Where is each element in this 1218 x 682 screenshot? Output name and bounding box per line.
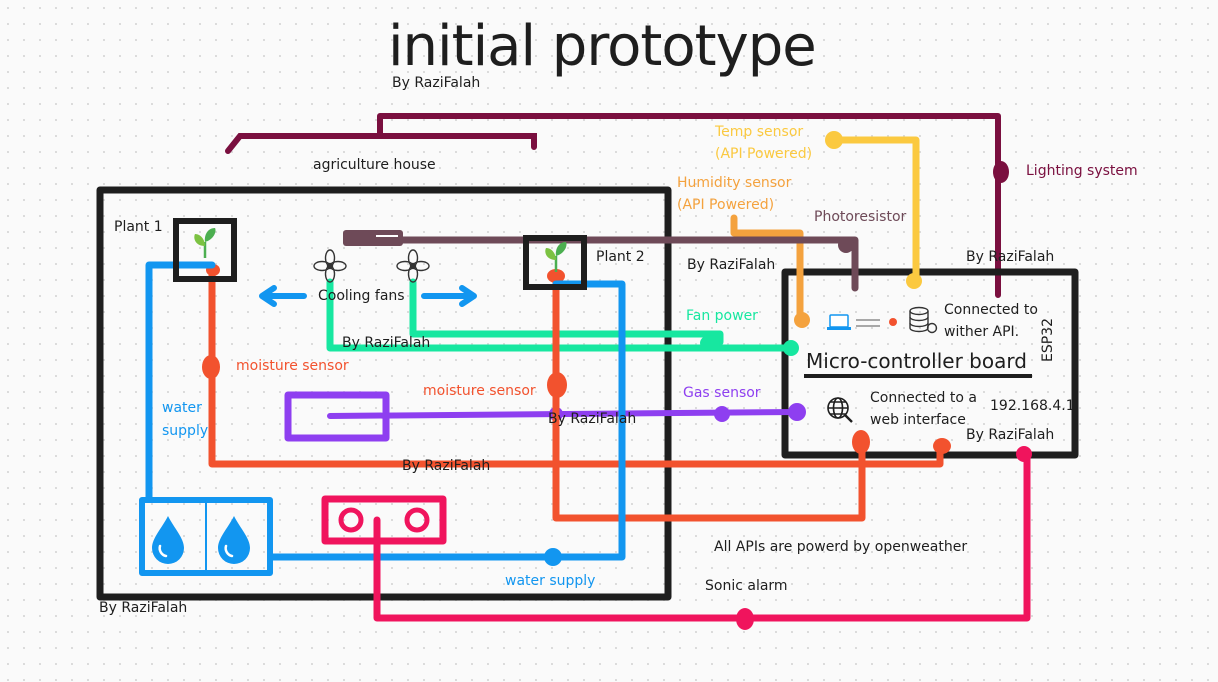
speaker-icon xyxy=(321,495,447,545)
page-title: initial prototype xyxy=(388,14,817,79)
water-node xyxy=(544,548,562,566)
fan-power-label: Fan power xyxy=(686,308,758,324)
water-drop-icon xyxy=(216,514,252,566)
humidity-sensor-wire xyxy=(730,214,804,324)
esp32-label: ESP32 xyxy=(1040,318,1056,362)
web-interface-label: web interface xyxy=(870,412,966,428)
lighting-node xyxy=(993,161,1009,183)
api-link-icon xyxy=(856,318,897,327)
lighting-wire xyxy=(377,113,1001,298)
plant-2-pot xyxy=(523,235,587,290)
weather-api-label: Connected to xyxy=(944,302,1038,318)
humidity-powered-label: (API Powered) xyxy=(677,197,775,213)
gas-sensor-box xyxy=(284,391,390,442)
database-server-icon xyxy=(909,306,938,334)
fan-power-mcu-node xyxy=(783,340,799,356)
web-interface-label: Connected to a xyxy=(870,390,977,406)
gas-sensor-label: Gas sensor xyxy=(683,385,761,401)
fan-arrow-right xyxy=(421,285,477,307)
plant-2-moisture-probe xyxy=(547,269,565,283)
microcontroller-frame xyxy=(781,268,1079,459)
water-supply-bottom-label: water supply xyxy=(505,573,596,589)
author-tag: By RaziFalah xyxy=(99,600,188,616)
sprout-icon xyxy=(193,226,217,260)
sprout-icon xyxy=(544,240,568,274)
globe-icon xyxy=(827,397,853,423)
photoresistor-node xyxy=(838,237,854,253)
humidity-sensor-label: Humidity sensor xyxy=(677,175,792,191)
gas-mcu-node xyxy=(788,403,806,421)
temp-powered-label: (API Powered) xyxy=(715,146,813,162)
author-tag: By RaziFalah xyxy=(966,249,1055,265)
water-supply-label: supply xyxy=(162,423,209,439)
water-drop-icon xyxy=(150,514,186,566)
microcontroller-label: Micro-controller board xyxy=(806,349,1027,373)
agriculture-house-label: agriculture house xyxy=(313,157,436,173)
temp-sensor-label: Temp sensor xyxy=(715,124,804,140)
sonic-alarm-label: Sonic alarm xyxy=(705,578,788,594)
temp-sensor-node xyxy=(825,131,843,149)
author-tag: By RaziFalah xyxy=(548,411,637,427)
water-tank xyxy=(139,497,273,576)
photoresistor-bar xyxy=(343,230,403,246)
moisture-node-1 xyxy=(202,355,220,379)
openweather-note: All APIs are powerd by openweather xyxy=(714,539,968,555)
plant-1-pot xyxy=(173,218,237,282)
moisture-sensor-label: moisture sensor xyxy=(236,358,349,374)
temp-mcu-node xyxy=(906,273,922,289)
weather-api-label: wither API. xyxy=(944,324,1020,340)
author-tag: By RaziFalah xyxy=(342,335,431,351)
sonic-alarm-node xyxy=(736,608,754,630)
laptop-icon xyxy=(827,314,851,330)
temp-sensor-wire xyxy=(828,136,920,284)
humidity-mcu-node xyxy=(794,312,810,328)
photoresistor-label: Photoresistor xyxy=(814,209,907,225)
ip-address-label: 192.168.4.1 xyxy=(990,398,1075,414)
plant-2-label: Plant 2 xyxy=(596,249,645,265)
moisture-node-2 xyxy=(547,372,567,398)
agriculture-house-roof xyxy=(225,133,537,154)
moisture-mcu-node-2 xyxy=(852,430,870,454)
fan-icon xyxy=(313,249,347,283)
sonic-alarm-wire xyxy=(373,448,1031,622)
water-wire-bottom xyxy=(268,280,626,561)
water-supply-label: water xyxy=(162,400,202,416)
gas-node-2 xyxy=(714,406,730,422)
moisture-mcu-node-1 xyxy=(933,438,951,454)
sonic-alarm-mcu-node xyxy=(1016,446,1032,462)
plant-1-label: Plant 1 xyxy=(114,219,163,235)
author-tag: By RaziFalah xyxy=(966,427,1055,443)
author-tag: By RaziFalah xyxy=(687,257,776,273)
author-tag: By RaziFalah xyxy=(392,75,481,91)
agriculture-house-frame xyxy=(96,186,672,601)
fan-arrow-left xyxy=(259,285,307,307)
lighting-system-label: Lighting system xyxy=(1026,163,1138,179)
moisture-sensor-label: moisture sensor xyxy=(423,383,536,399)
fan-icon xyxy=(396,249,430,283)
author-tag: By RaziFalah xyxy=(402,458,491,474)
cooling-fans-label: Cooling fans xyxy=(318,288,405,304)
water-wire-left xyxy=(145,261,216,502)
fan-power-wire-1 xyxy=(326,278,789,352)
fan-power-wire-2 xyxy=(409,278,724,346)
fan-power-node xyxy=(700,335,720,351)
